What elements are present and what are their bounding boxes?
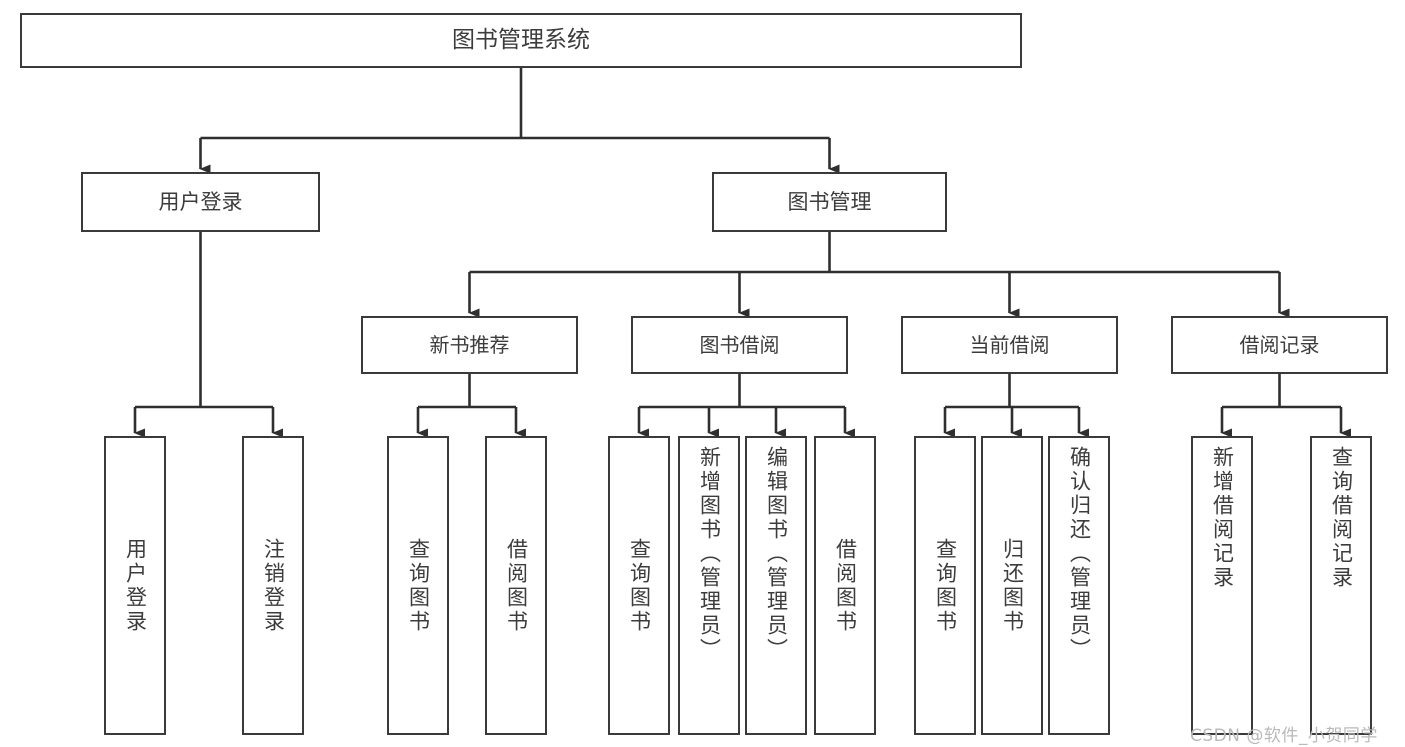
leaf-leaf-query-record[interactable]: 查询借阅记录 [1310,436,1372,735]
node-borrow-record[interactable]: 借阅记录 [1171,316,1388,374]
node-label: 查询借阅记录 [1329,446,1354,590]
leaf-leaf-query-book-1[interactable]: 查询图书 [387,436,449,735]
leaf-leaf-query-book-2[interactable]: 查询图书 [608,436,670,735]
node-label: 借阅图书 [504,537,529,634]
node-label: 图书管理系统 [452,27,590,54]
node-label: 编辑图书（管理员） [764,446,789,662]
node-label: 借阅图书 [833,537,858,634]
node-label: 用户登录 [123,537,148,634]
node-label: 借阅记录 [1239,332,1320,357]
node-book-manage[interactable]: 图书管理 [712,172,947,232]
node-label: 确认归还（管理员） [1067,446,1092,662]
leaf-leaf-edit-book[interactable]: 编辑图书（管理员） [745,436,807,735]
node-root[interactable]: 图书管理系统 [20,13,1022,68]
node-label: 用户登录 [158,189,243,214]
leaf-leaf-return-book[interactable]: 归还图书 [981,436,1043,735]
leaf-leaf-confirm-return[interactable]: 确认归还（管理员） [1048,436,1110,735]
node-label: 归还图书 [1000,537,1025,634]
watermark-text: CSDN @软件_小贺同学 [1190,726,1378,746]
node-user-login[interactable]: 用户登录 [81,172,320,232]
node-label: 图书管理 [787,189,872,214]
leaf-leaf-borrow-book-1[interactable]: 借阅图书 [485,436,547,735]
node-label: 查询图书 [406,537,431,634]
node-label: 查询图书 [627,537,652,634]
leaf-leaf-borrow-book-2[interactable]: 借阅图书 [814,436,876,735]
leaf-leaf-user-login[interactable]: 用户登录 [104,436,166,735]
node-label: 新书推荐 [429,332,510,357]
node-label: 图书借阅 [699,332,780,357]
leaf-leaf-add-book[interactable]: 新增图书（管理员） [678,436,740,735]
leaf-leaf-query-book-3[interactable]: 查询图书 [914,436,976,735]
leaf-leaf-user-logout[interactable]: 注销登录 [242,436,304,735]
node-label: 新增图书（管理员） [697,446,722,662]
node-label: 注销登录 [261,537,286,634]
node-label: 当前借阅 [969,332,1050,357]
node-label: 新增借阅记录 [1210,446,1235,590]
node-new-book-recommend[interactable]: 新书推荐 [361,316,578,374]
leaf-leaf-add-record[interactable]: 新增借阅记录 [1191,436,1253,735]
node-label: 查询图书 [933,537,958,634]
node-current-borrow[interactable]: 当前借阅 [901,316,1118,374]
node-book-borrow[interactable]: 图书借阅 [631,316,848,374]
